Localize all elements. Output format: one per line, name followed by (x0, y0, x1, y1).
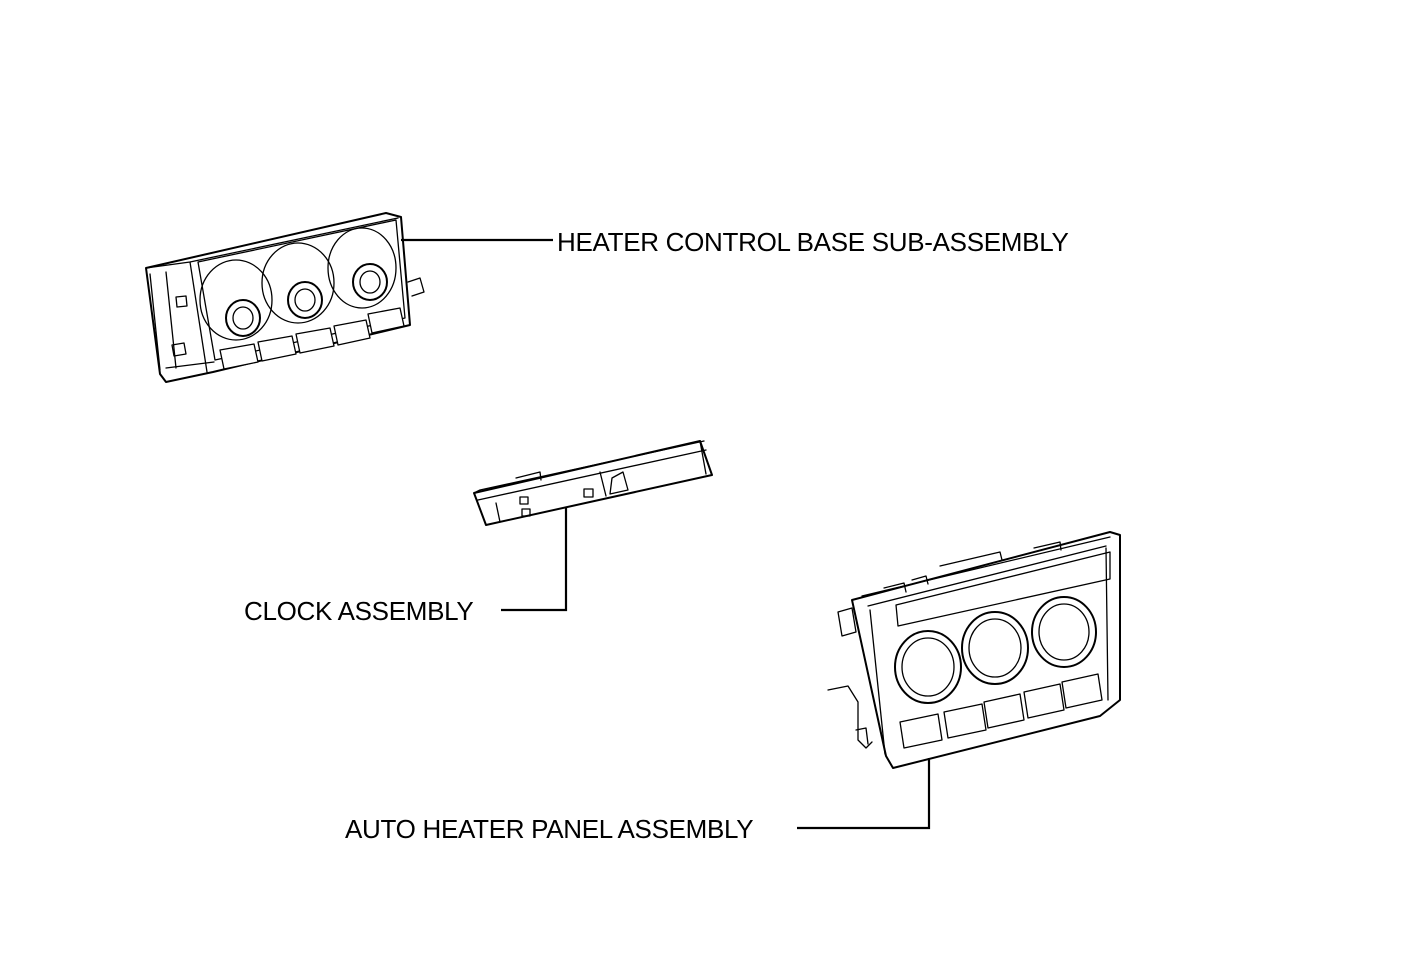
clock-assembly-drawing (473, 440, 713, 526)
auto-heater-panel-label: AUTO HEATER PANEL ASSEMBLY (345, 814, 754, 844)
clock-assembly-label: CLOCK ASSEMBLY (244, 596, 474, 626)
auto-heater-panel-drawing (827, 531, 1121, 769)
heater-control-base-label: HEATER CONTROL BASE SUB-ASSEMBLY (557, 227, 1069, 257)
heater-control-base-drawing (145, 212, 425, 383)
clock-leader-line (501, 508, 568, 612)
auto-heater-leader-line (797, 758, 931, 830)
